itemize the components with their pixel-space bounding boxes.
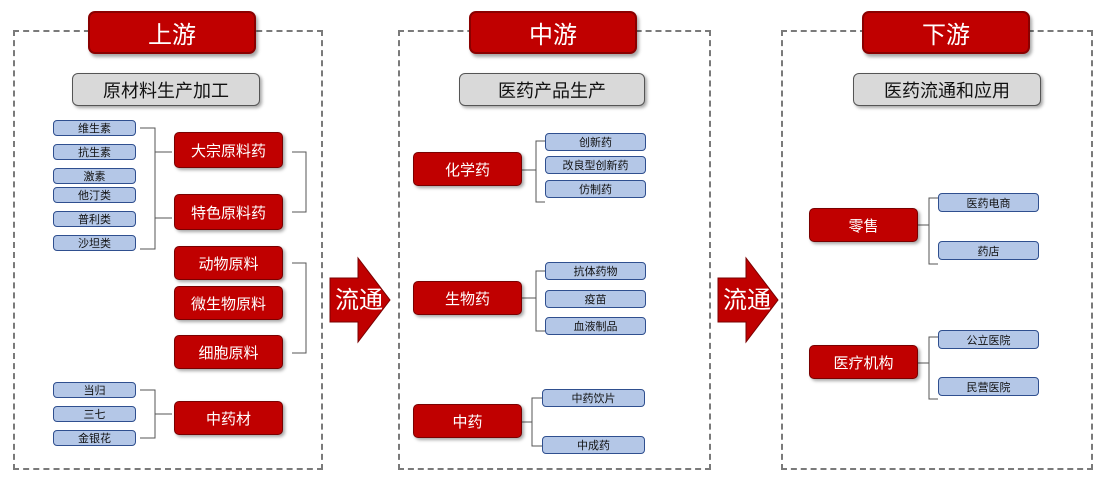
institution-item: 公立医院	[938, 330, 1039, 349]
herb-material: 中药材	[174, 401, 283, 435]
api-bulk: 大宗原料药	[174, 132, 283, 168]
chem-input-item: 普利类	[53, 211, 136, 227]
biologic-item: 抗体药物	[545, 262, 646, 280]
chem-drug-item: 改良型创新药	[545, 156, 646, 174]
retail-item: 医药电商	[938, 193, 1039, 212]
herb-input-item: 三七	[53, 406, 136, 422]
api-specialty: 特色原料药	[174, 194, 283, 230]
group-retail: 零售	[809, 208, 918, 242]
group-medical-institutions: 医疗机构	[809, 345, 918, 379]
chem-drug-item: 创新药	[545, 133, 646, 151]
flow-label-1: 流通	[335, 286, 383, 314]
category-distribution: 医药流通和应用	[853, 73, 1041, 106]
herb-input-item: 金银花	[53, 430, 136, 446]
tcm-item: 中药饮片	[542, 389, 645, 407]
flow-arrow-upstream-to-midstream	[329, 256, 391, 344]
tcm-item: 中成药	[542, 436, 645, 454]
herb-input-item: 当归	[53, 382, 136, 398]
institution-item: 民营医院	[938, 377, 1039, 396]
group-biologics: 生物药	[413, 281, 522, 315]
stage-midstream: 中游	[469, 11, 637, 54]
category-pharma-production: 医药产品生产	[459, 73, 645, 106]
flow-label-2: 流通	[723, 286, 771, 314]
chem-input-item: 沙坦类	[53, 235, 136, 251]
stage-upstream: 上游	[88, 11, 256, 54]
chem-drug-item: 仿制药	[545, 180, 646, 198]
group-tcm: 中药	[413, 404, 522, 438]
biologic-item: 疫苗	[545, 290, 646, 308]
retail-item: 药店	[938, 241, 1039, 260]
biologic-item: 血液制品	[545, 317, 646, 335]
chem-input-item: 激素	[53, 168, 136, 184]
chem-input-item: 他汀类	[53, 187, 136, 203]
chem-input-item: 维生素	[53, 120, 136, 136]
bio-material-cell: 细胞原料	[174, 335, 283, 369]
category-raw-material: 原材料生产加工	[72, 73, 260, 106]
bio-material-microbial: 微生物原料	[174, 286, 283, 320]
bio-material-animal: 动物原料	[174, 246, 283, 280]
chem-input-item: 抗生素	[53, 144, 136, 160]
flow-arrow-midstream-to-downstream	[717, 256, 779, 344]
group-chemical-drugs: 化学药	[413, 152, 522, 186]
stage-downstream: 下游	[862, 11, 1030, 54]
